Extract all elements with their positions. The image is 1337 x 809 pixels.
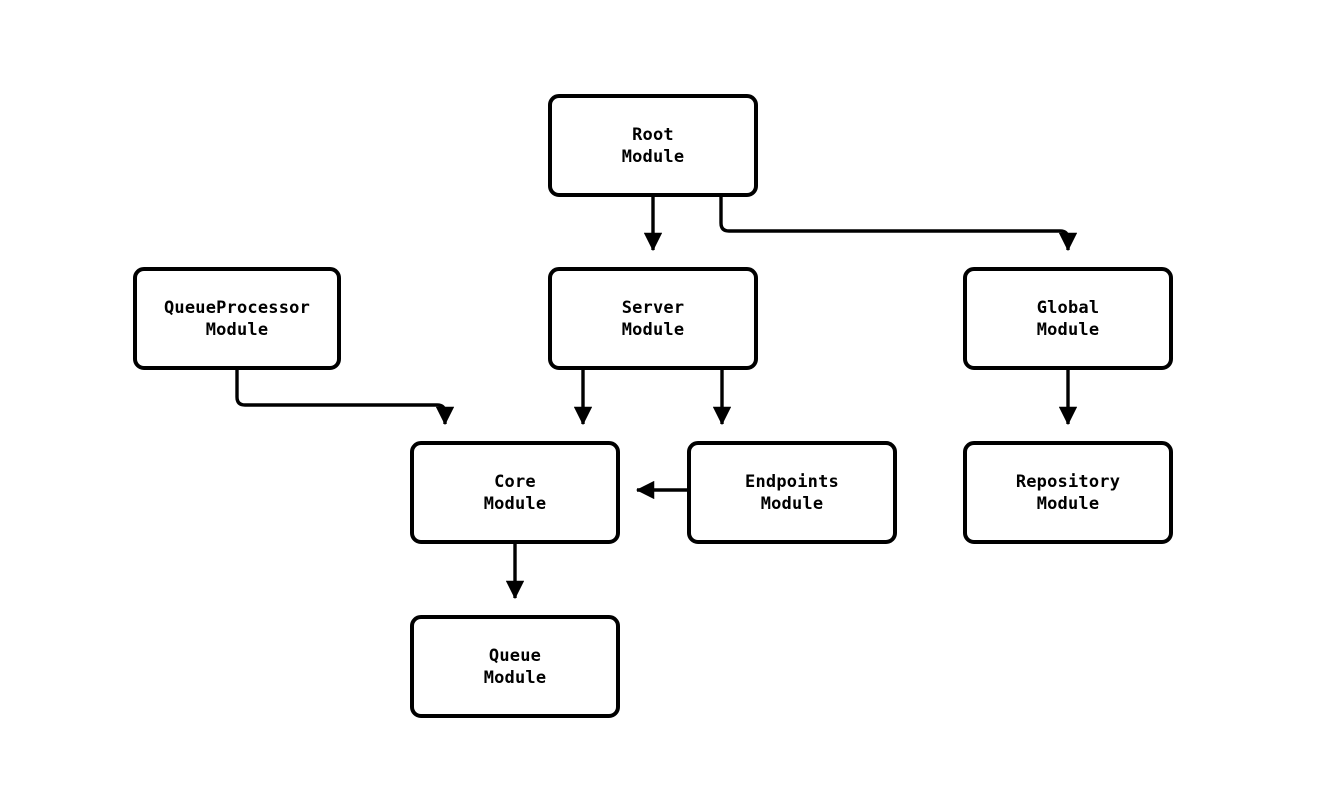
node-root-module[interactable]: Root Module bbox=[548, 94, 758, 197]
edge-queueprocessor-core bbox=[235, 370, 455, 426]
node-label-line1: Repository bbox=[1015, 471, 1121, 492]
node-queueprocessor-module[interactable]: QueueProcessor Module bbox=[133, 267, 341, 370]
node-label-line2: Module bbox=[760, 493, 824, 514]
node-label-line2: Module bbox=[621, 319, 685, 340]
node-label-line2: Module bbox=[1036, 493, 1100, 514]
node-label-line2: Module bbox=[621, 146, 685, 167]
node-global-module[interactable]: Global Module bbox=[963, 267, 1173, 370]
node-label-line2: Module bbox=[483, 493, 547, 514]
node-label-line2: Module bbox=[1036, 319, 1100, 340]
node-label-line2: Module bbox=[205, 319, 269, 340]
node-endpoints-module[interactable]: Endpoints Module bbox=[687, 441, 897, 544]
node-server-module[interactable]: Server Module bbox=[548, 267, 758, 370]
node-label-line1: Root bbox=[632, 124, 674, 145]
node-label-line1: Server bbox=[621, 297, 685, 318]
node-label-line2: Module bbox=[483, 667, 547, 688]
node-repository-module[interactable]: Repository Module bbox=[963, 441, 1173, 544]
node-label-line1: Queue bbox=[488, 645, 542, 666]
node-queue-module[interactable]: Queue Module bbox=[410, 615, 620, 718]
node-core-module[interactable]: Core Module bbox=[410, 441, 620, 544]
node-label-line1: QueueProcessor bbox=[163, 297, 311, 318]
node-label-line1: Core bbox=[494, 471, 536, 492]
edge-root-global bbox=[719, 197, 1078, 252]
node-label-line1: Global bbox=[1036, 297, 1100, 318]
node-label-line1: Endpoints bbox=[745, 471, 839, 492]
